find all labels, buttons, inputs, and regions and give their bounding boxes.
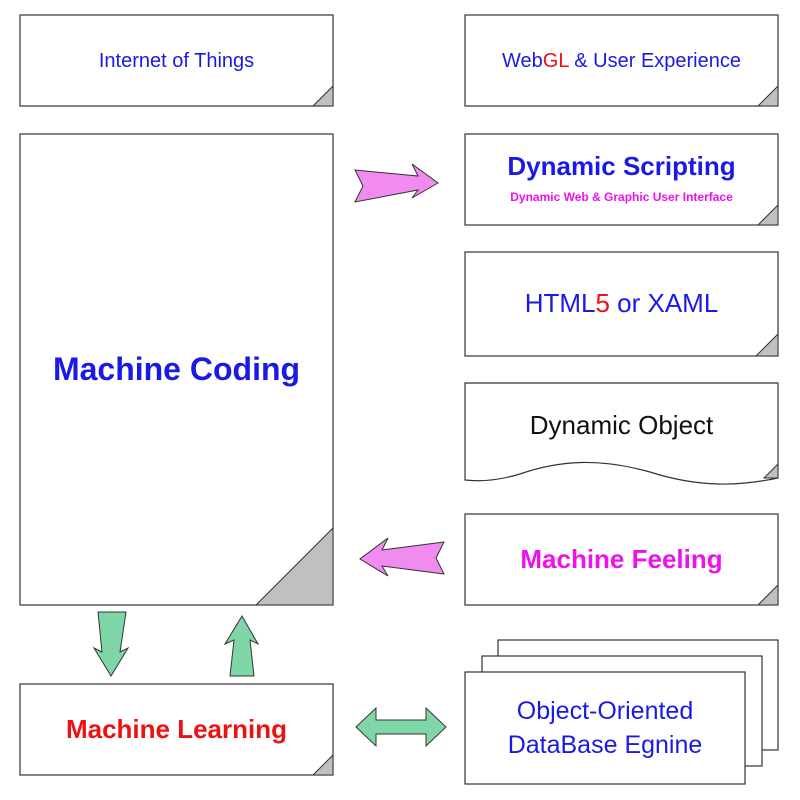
html5-label: HTML5 or XAML <box>465 252 778 356</box>
dynamic-scripting-label: Dynamic Scripting Dynamic Web & Graphic … <box>465 142 778 214</box>
iot-label: Internet of Things <box>98 49 255 72</box>
webgl-box <box>464 14 779 107</box>
arrow-double-green <box>355 706 447 748</box>
oodb-line2: DataBase Egnine <box>507 731 703 759</box>
machine-learning-label: Machine Learning <box>65 713 288 744</box>
arrow-left-pink <box>359 537 445 577</box>
dynamic-object-shape <box>464 382 779 485</box>
html5-part2: 5 <box>595 288 610 319</box>
webgl-label: WebGL & User Experience <box>465 15 778 106</box>
dynamic-object-label: Dynamic Object <box>529 410 714 441</box>
webgl-part2: GL <box>542 49 569 72</box>
arrow-right-pink <box>354 163 439 203</box>
arrow-up-green <box>223 615 260 677</box>
dynamic-scripting-subtitle: Dynamic Web & Graphic User Interface <box>510 190 733 205</box>
arrow-down-green <box>92 611 130 677</box>
iot-box <box>19 14 334 107</box>
machine-coding-label: Machine Coding <box>52 351 301 388</box>
machine-learning-box <box>19 683 334 776</box>
machine-feeling-label: Machine Feeling <box>520 543 723 574</box>
webgl-part3: & User Experience <box>568 49 741 72</box>
html5-box <box>464 251 779 357</box>
html5-part3: or XAML <box>609 288 719 319</box>
dynamic-scripting-title: Dynamic Scripting <box>507 151 736 182</box>
oodb-line1: Object-Oriented <box>516 697 694 725</box>
dynamic-scripting-box <box>464 133 779 226</box>
html5-part1: HTML <box>524 288 596 319</box>
machine-feeling-box <box>464 513 779 606</box>
machine-coding-box <box>19 133 334 606</box>
webgl-part1: Web <box>502 49 543 72</box>
oodb-label: Object-Oriented DataBase Egnine <box>465 672 745 784</box>
oodb-stack <box>464 639 779 785</box>
